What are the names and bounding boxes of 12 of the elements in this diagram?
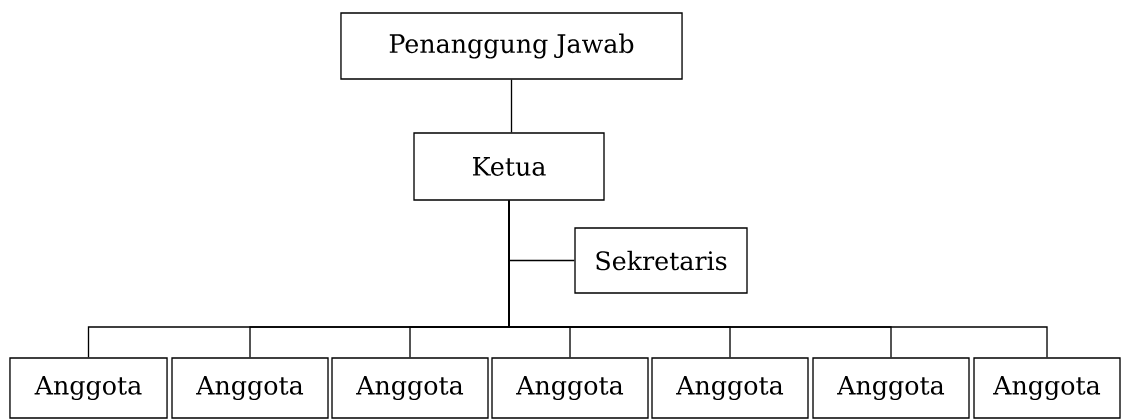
org-box: Penanggung Jawab: [340, 12, 683, 80]
org-box: Anggota: [9, 357, 168, 419]
org-box: Anggota: [651, 357, 809, 419]
org-box: Anggota: [171, 357, 329, 419]
org-box: Anggota: [491, 357, 649, 419]
connector-line: [508, 199, 1048, 358]
org-box: Anggota: [331, 357, 489, 419]
org-box: Anggota: [812, 357, 970, 419]
org-box: Anggota: [973, 357, 1121, 419]
connector-line: [510, 79, 513, 134]
org-box: Sekretaris: [574, 227, 748, 294]
org-box: Ketua: [413, 132, 605, 201]
